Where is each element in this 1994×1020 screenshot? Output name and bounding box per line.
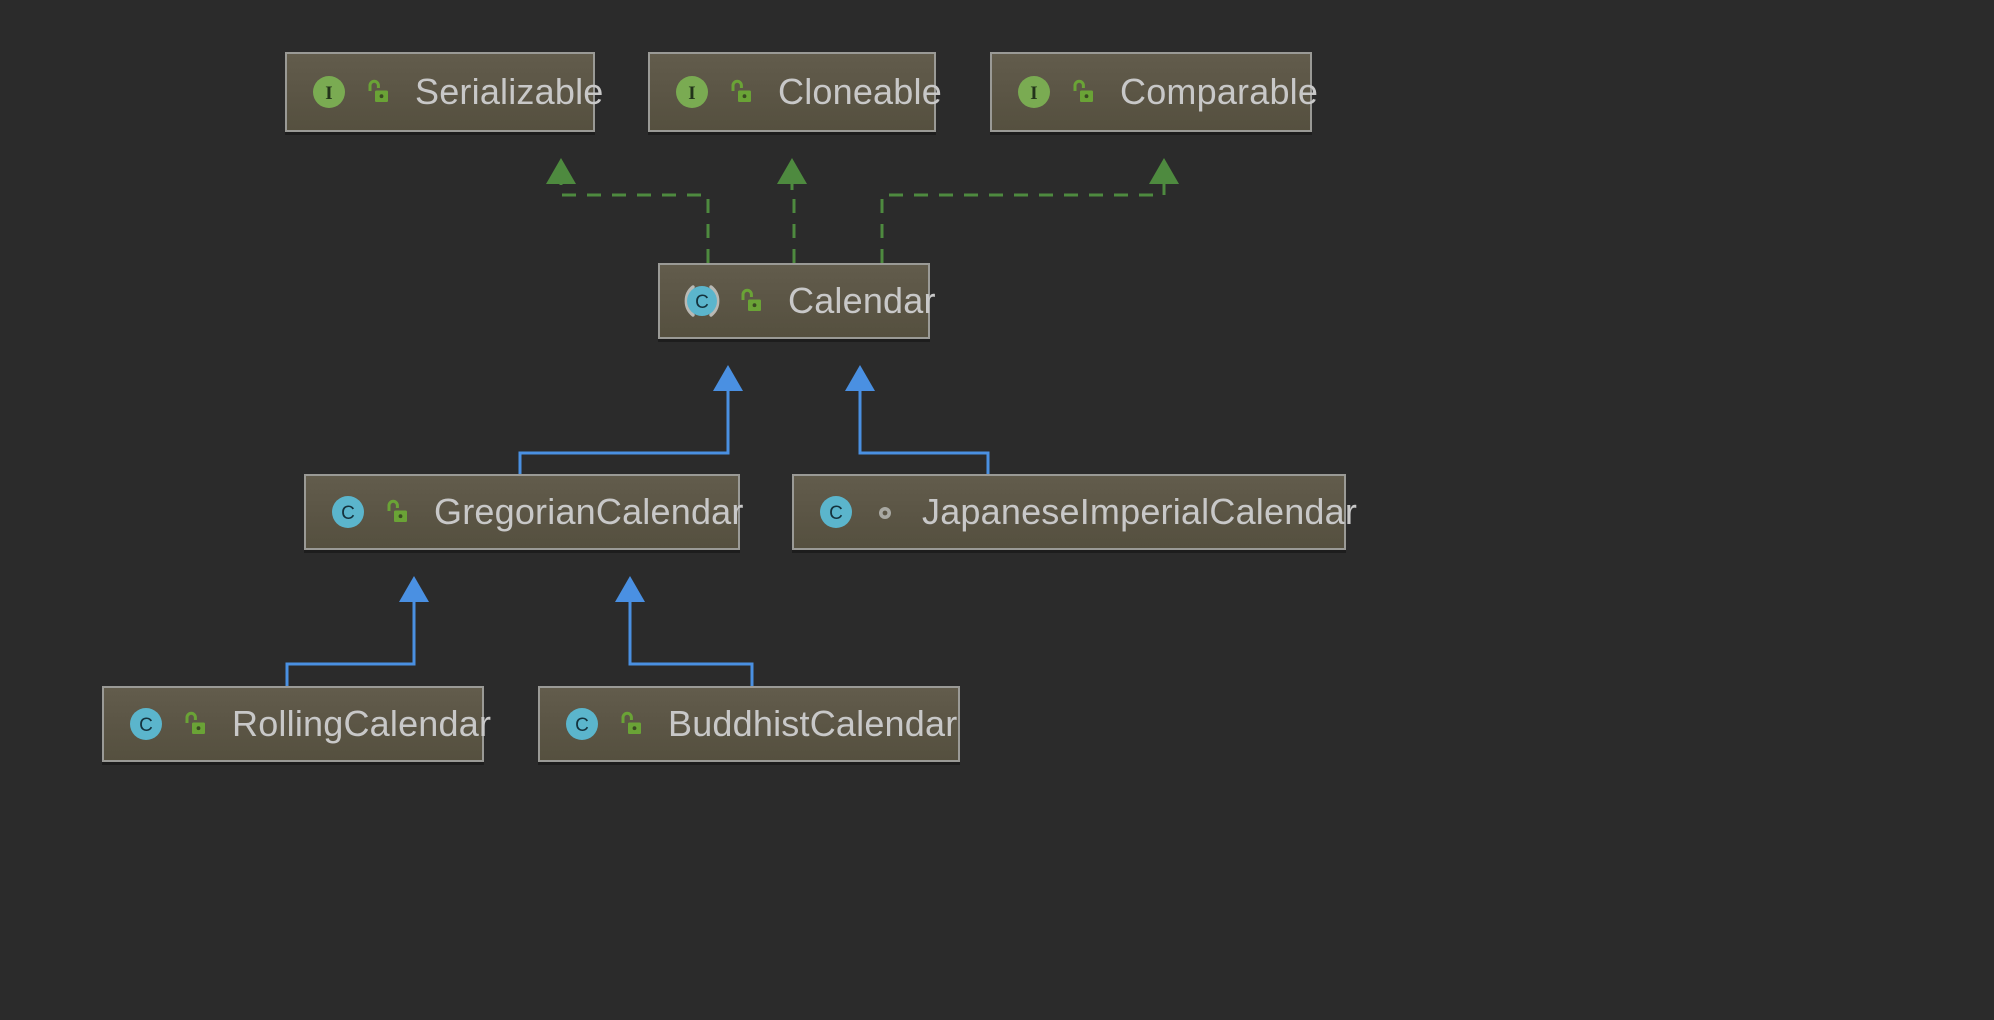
buddhist-extends-gregorian-line	[628, 602, 754, 686]
node-icon-group: C	[326, 490, 412, 534]
gregorian-extends-calendar-line	[518, 391, 730, 474]
interface-icon: I	[1012, 70, 1056, 114]
class-icon: C	[560, 702, 604, 746]
uml-node-comparable[interactable]: I Comparable	[990, 52, 1318, 132]
unlocked-padlock-icon	[1056, 77, 1098, 107]
gregorian-extends-calendar-arrowhead	[713, 365, 743, 391]
abstract-class-icon: C	[680, 279, 724, 323]
japanese-extends-calendar-arrowhead	[845, 365, 875, 391]
interface-icon: I	[670, 70, 714, 114]
node-icon-group: C	[680, 279, 766, 323]
uml-node-serializable[interactable]: I Serializable	[285, 52, 603, 132]
interface-icon: I	[307, 70, 351, 114]
calendar-implements-serializable-arrowhead	[546, 158, 576, 184]
calendar-implements-comparable-arrowhead	[1149, 158, 1179, 184]
unlocked-padlock-icon	[604, 709, 646, 739]
svg-text:C: C	[829, 503, 843, 524]
node-icon-group: I	[307, 70, 393, 114]
unlocked-padlock-icon	[168, 709, 210, 739]
calendar-implements-cloneable-line	[790, 184, 796, 263]
svg-text:I: I	[688, 83, 695, 104]
node-icon-group: C	[560, 702, 646, 746]
uml-node-gregorian-calendar[interactable]: C GregorianCalendar	[304, 474, 743, 550]
calendar-implements-serializable-line	[559, 184, 710, 263]
node-icon-group: C	[124, 702, 210, 746]
uml-node-rolling-calendar[interactable]: C RollingCalendar	[102, 686, 491, 762]
uml-node-buddhist-calendar[interactable]: C BuddhistCalendar	[538, 686, 960, 762]
node-label: Serializable	[415, 71, 604, 112]
class-icon: C	[814, 490, 858, 534]
unlocked-padlock-icon	[714, 77, 756, 107]
node-label: Cloneable	[778, 71, 942, 112]
node-icon-group: C	[814, 490, 900, 534]
node-label: Calendar	[788, 280, 936, 321]
unlocked-padlock-icon	[724, 286, 766, 316]
unlocked-padlock-icon	[370, 497, 412, 527]
unlocked-padlock-icon	[351, 77, 393, 107]
package-private-dot-icon	[858, 497, 900, 527]
svg-text:C: C	[575, 715, 589, 736]
calendar-implements-cloneable-arrowhead	[777, 158, 807, 184]
uml-node-cloneable[interactable]: I Cloneable	[648, 52, 942, 132]
node-label: RollingCalendar	[232, 703, 492, 744]
rolling-extends-gregorian-line	[285, 602, 416, 686]
node-label: GregorianCalendar	[434, 491, 744, 532]
uml-node-japanese-imperial-calendar[interactable]: C JapaneseImperialCalendar	[792, 474, 1357, 550]
node-icon-group: I	[670, 70, 756, 114]
japanese-extends-calendar-line	[858, 391, 990, 474]
rolling-extends-gregorian-arrowhead	[399, 576, 429, 602]
node-label: JapaneseImperialCalendar	[922, 491, 1358, 532]
class-icon: C	[124, 702, 168, 746]
svg-text:C: C	[341, 503, 355, 524]
node-icon-group: I	[1012, 70, 1098, 114]
class-icon: C	[326, 490, 370, 534]
node-label: Comparable	[1120, 71, 1319, 112]
svg-text:I: I	[1030, 83, 1037, 104]
svg-text:C: C	[139, 715, 153, 736]
svg-text:C: C	[695, 292, 709, 313]
svg-text:I: I	[325, 83, 332, 104]
buddhist-extends-gregorian-arrowhead	[615, 576, 645, 602]
node-label: BuddhistCalendar	[668, 703, 958, 744]
calendar-implements-comparable-line	[880, 184, 1166, 263]
uml-node-calendar[interactable]: C Calendar	[658, 263, 936, 339]
